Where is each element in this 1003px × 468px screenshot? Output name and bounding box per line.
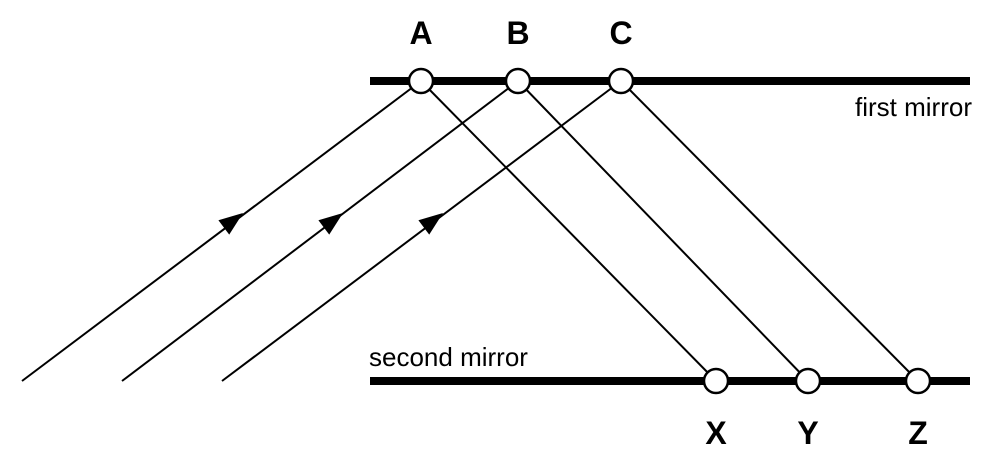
label-point-x: X (705, 415, 727, 451)
node-x (702, 367, 730, 395)
reflected-ray-c-z (620, 80, 919, 382)
label-point-z: Z (908, 415, 928, 451)
first-mirror-label: first mirror (855, 92, 972, 122)
node-c (607, 67, 635, 95)
reflected-ray-b-y (517, 80, 809, 382)
node-b (504, 67, 532, 95)
label-point-b: B (506, 15, 529, 51)
node-z (904, 367, 932, 395)
incoming-ray-c (221, 80, 622, 382)
second-mirror-label: second mirror (369, 342, 528, 372)
ray-arrow-c (418, 213, 443, 235)
label-point-a: A (409, 15, 432, 51)
node-a (407, 67, 435, 95)
label-point-c: C (609, 15, 632, 51)
node-y (794, 367, 822, 395)
ray-arrow-b (318, 213, 343, 235)
ray-arrow-a (218, 213, 243, 235)
incoming-ray-b (121, 80, 519, 382)
reflected-ray-a-x (420, 80, 717, 382)
incoming-ray-a (21, 80, 422, 382)
label-point-y: Y (797, 415, 818, 451)
